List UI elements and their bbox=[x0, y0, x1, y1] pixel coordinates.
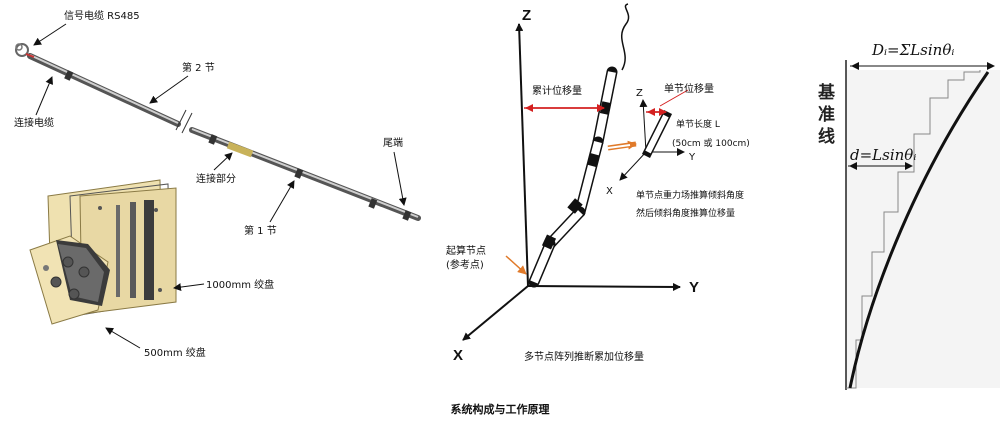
baseline-label-char-1: 基 bbox=[817, 82, 836, 103]
axis-y-label: Y bbox=[689, 279, 699, 296]
label-unit-displacement: 单节位移量 bbox=[664, 82, 714, 95]
axis-z bbox=[515, 23, 529, 287]
label-unit-length-options: (50cm 或 100cm) bbox=[672, 137, 750, 149]
label-section-2: 第 2 节 bbox=[182, 61, 215, 74]
label-gravity-line1: 单节点重力场推算倾斜角度 bbox=[636, 189, 744, 201]
small-axis-y-label: Y bbox=[688, 152, 696, 163]
formula-single-displacement: d=Lsinθᵢ bbox=[850, 146, 916, 164]
label-signal-cable: 信号电缆 RS485 bbox=[64, 9, 140, 22]
small-axis-z-label: Z bbox=[636, 88, 643, 99]
baseline-label-char-2: 准 bbox=[818, 105, 835, 125]
label-unit-length: 单节长度 L bbox=[676, 118, 720, 130]
sensor-rod bbox=[27, 53, 421, 221]
label-multi-node-accumulation: 多节点阵列推断累加位移量 bbox=[524, 350, 644, 363]
label-cumulative-displacement: 累计位移量 bbox=[532, 84, 582, 97]
axis-y bbox=[527, 282, 681, 291]
deformation-curve bbox=[848, 71, 990, 389]
inclinometer-chain bbox=[528, 3, 630, 288]
small-axis-x-label: X bbox=[606, 186, 613, 197]
label-reel-500mm: 500mm 绞盘 bbox=[144, 346, 206, 359]
panel-system-composition: 信号电缆 RS485 连接电缆 第 2 节 连接部分 尾端 第 1 节 bbox=[14, 9, 421, 359]
label-section-1: 第 1 节 bbox=[244, 224, 277, 237]
formula-total-displacement: Dᵢ=ΣLsinθᵢ bbox=[871, 41, 954, 59]
label-tail: 尾端 bbox=[383, 136, 403, 149]
stepped-segments bbox=[846, 70, 981, 389]
baseline-label-char-3: 线 bbox=[818, 126, 835, 147]
panel-displacement-principle: Z Y X 累计位移量 Z Y bbox=[446, 3, 750, 364]
small-axis-z bbox=[639, 99, 648, 153]
axis-x-label: X bbox=[453, 347, 463, 364]
label-gravity-line2: 然后倾斜角度推算位移量 bbox=[636, 207, 735, 219]
calc-background bbox=[846, 70, 1000, 388]
label-connect-part: 连接部分 bbox=[196, 172, 236, 185]
axis-z-label: Z bbox=[522, 7, 531, 24]
label-connect-cable: 连接电缆 bbox=[14, 116, 54, 129]
axis-x bbox=[462, 285, 529, 341]
reel-500mm bbox=[29, 235, 110, 325]
label-reference-point: (参考点) bbox=[446, 258, 484, 271]
small-axis-x bbox=[619, 151, 647, 181]
panel-calculation: Dᵢ=ΣLsinθᵢ d=Lsinθᵢ 基 准 线 bbox=[817, 41, 1000, 390]
signal-cable-head bbox=[15, 43, 35, 58]
single-segment bbox=[641, 109, 673, 159]
label-reel-1000mm: 1000mm 绞盘 bbox=[206, 278, 274, 291]
label-start-node: 起算节点 bbox=[446, 244, 486, 257]
figure-caption: 系统构成与工作原理 bbox=[451, 402, 550, 416]
